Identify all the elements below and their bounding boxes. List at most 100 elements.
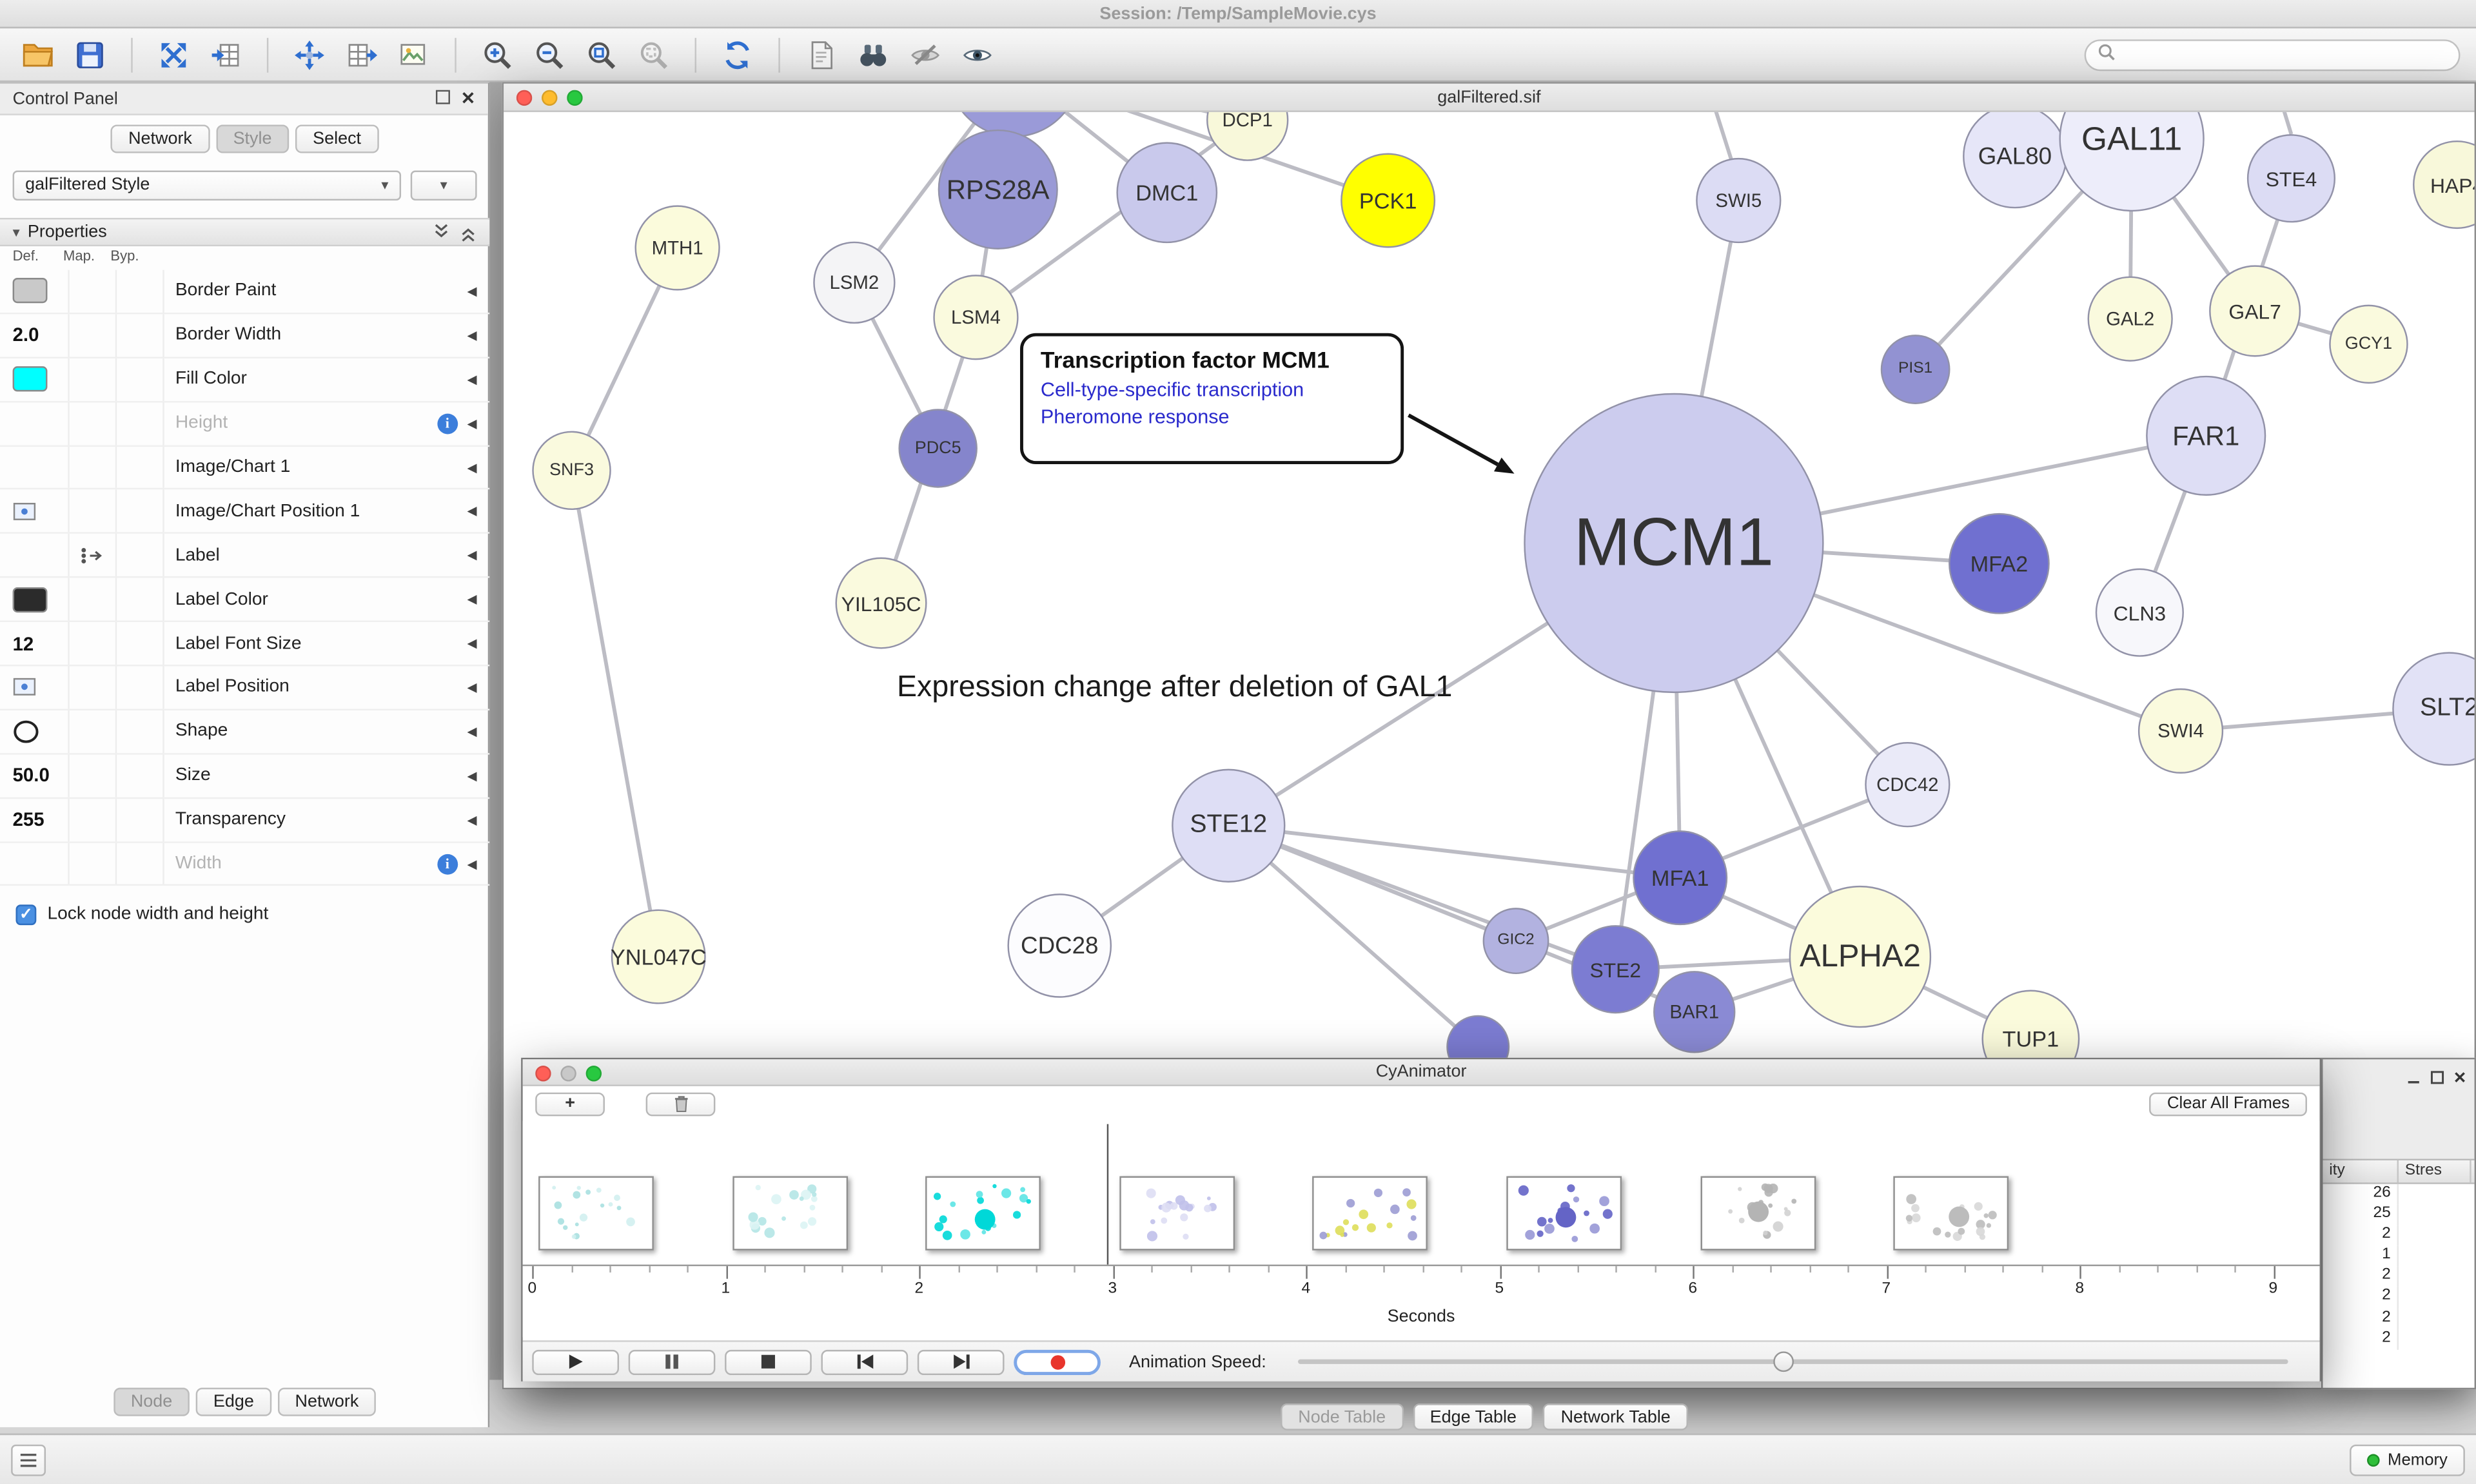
bypass-cell[interactable] <box>117 269 164 313</box>
network-node-cdc42[interactable]: CDC42 <box>1865 742 1950 828</box>
network-node-gic2[interactable]: GIC2 <box>1482 908 1549 975</box>
mapping-cell[interactable] <box>70 269 117 313</box>
close-panel-icon[interactable]: ✕ <box>460 90 476 109</box>
network-node-mth1[interactable]: MTH1 <box>634 205 720 291</box>
expand-row-icon[interactable]: ◀ <box>467 460 477 474</box>
zoom-window-icon[interactable] <box>585 1066 602 1082</box>
network-node-gal7[interactable]: GAL7 <box>2209 265 2301 357</box>
mapping-cell[interactable] <box>70 710 117 753</box>
properties-band[interactable]: ▾ Properties <box>0 217 490 247</box>
tab-style[interactable]: Style <box>215 124 290 153</box>
bypass-cell[interactable] <box>117 710 164 753</box>
expand-all-icon[interactable] <box>460 222 477 242</box>
import-table-icon[interactable] <box>204 32 248 77</box>
default-value-cell[interactable] <box>13 490 70 533</box>
lock-size-checkbox[interactable]: ✓ <box>15 904 37 924</box>
network-node-ynl047c[interactable]: YNL047C <box>611 909 707 1004</box>
results-table-row[interactable]: 25 <box>2323 1204 2474 1225</box>
network-node-mcm1[interactable]: MCM1 <box>1524 393 1824 694</box>
close-icon[interactable]: ✕ <box>2453 1069 2467 1088</box>
property-row-label-position[interactable]: Label Position◀ <box>0 666 490 710</box>
delete-frame-button[interactable] <box>645 1091 716 1116</box>
network-node-alpha2[interactable]: ALPHA2 <box>1789 885 1932 1028</box>
network-window-title-bar[interactable]: galFiltered.sif <box>504 83 2475 112</box>
mapping-cell[interactable] <box>70 402 117 445</box>
network-node-swi4[interactable]: SWI4 <box>2137 688 2224 774</box>
default-value-cell[interactable] <box>13 445 70 489</box>
mapping-cell[interactable] <box>70 358 117 401</box>
stop-button[interactable] <box>725 1349 812 1374</box>
tab-select[interactable]: Select <box>295 124 378 153</box>
network-node-ste12[interactable]: STE12 <box>1172 768 1286 883</box>
bypass-cell[interactable] <box>117 754 164 797</box>
save-session-icon[interactable] <box>68 32 112 77</box>
results-table-row[interactable]: 2 <box>2323 1329 2474 1350</box>
timeline[interactable] <box>522 1120 2320 1265</box>
network-node-gal80[interactable]: GAL80 <box>1963 112 2067 209</box>
frame-thumbnail-6[interactable] <box>1506 1176 1622 1251</box>
network-node-swi5[interactable]: SWI5 <box>1696 157 1782 244</box>
style-selector-dropdown[interactable]: galFiltered Style ▾ <box>12 170 402 200</box>
playhead[interactable] <box>1106 1124 1109 1265</box>
first-neighbors-icon[interactable] <box>851 32 896 77</box>
hide-selected-icon[interactable] <box>903 32 948 77</box>
default-value-cell[interactable] <box>13 666 70 709</box>
color-swatch[interactable] <box>12 587 48 612</box>
network-node-far1[interactable]: FAR1 <box>2146 375 2266 496</box>
expand-row-icon[interactable]: ◀ <box>467 416 477 431</box>
default-value-cell[interactable] <box>13 710 70 753</box>
mapping-cell[interactable] <box>70 798 117 841</box>
property-row-label-color[interactable]: Label Color◀ <box>0 578 490 623</box>
show-all-icon[interactable] <box>956 32 1000 77</box>
mapping-cell[interactable] <box>70 534 117 577</box>
network-node-gcy1[interactable]: GCY1 <box>2329 304 2408 384</box>
expand-row-icon[interactable]: ◀ <box>467 548 477 563</box>
network-node-lsm4[interactable]: LSM4 <box>933 275 1019 360</box>
zoom-selected-icon[interactable] <box>632 32 676 77</box>
default-value-cell[interactable] <box>12 358 70 401</box>
record-button[interactable] <box>1014 1349 1101 1374</box>
property-row-image-chart-position-1[interactable]: Image/Chart Position 1◀ <box>0 490 490 534</box>
annotation-link[interactable]: Pheromone response <box>1040 405 1230 428</box>
maximize-icon[interactable] <box>2430 1064 2444 1093</box>
frame-thumbnail-5[interactable] <box>1313 1176 1428 1251</box>
slider-handle[interactable] <box>1773 1351 1794 1372</box>
search-input[interactable] <box>2123 44 2448 64</box>
results-column-header[interactable]: ity <box>2323 1160 2399 1183</box>
add-frame-button[interactable]: + <box>535 1091 605 1116</box>
zoom-fit-icon[interactable] <box>580 32 624 77</box>
mapping-cell[interactable] <box>70 622 117 665</box>
open-session-icon[interactable] <box>15 32 60 77</box>
expand-row-icon[interactable]: ◀ <box>467 856 477 871</box>
minimize-icon[interactable] <box>2406 1064 2420 1093</box>
property-row-image-chart-1[interactable]: Image/Chart 1◀ <box>0 445 490 491</box>
default-value-cell[interactable]: 2.0 <box>13 314 70 356</box>
bypass-cell[interactable] <box>117 490 164 533</box>
bypass-cell[interactable] <box>117 358 164 401</box>
expand-row-icon[interactable]: ◀ <box>467 284 477 298</box>
bypass-cell[interactable] <box>117 622 164 665</box>
default-value-cell[interactable] <box>12 578 70 621</box>
frame-thumbnail-8[interactable] <box>1893 1176 2009 1251</box>
close-window-icon[interactable] <box>535 1066 551 1082</box>
network-node-cln3[interactable]: CLN3 <box>2095 568 2184 657</box>
network-node-mfa2[interactable]: MFA2 <box>1949 513 2050 614</box>
default-value-cell[interactable] <box>13 534 70 577</box>
bypass-cell[interactable] <box>117 445 164 489</box>
bypass-cell[interactable] <box>117 314 164 356</box>
frame-thumbnail-4[interactable] <box>1119 1176 1235 1251</box>
results-table-row[interactable]: 2 <box>2323 1225 2474 1246</box>
bypass-cell[interactable] <box>117 798 164 841</box>
mapping-cell[interactable] <box>70 842 117 885</box>
style-options-button[interactable]: ▾ <box>410 170 477 200</box>
property-row-label[interactable]: Label◀ <box>0 534 490 578</box>
network-node-bar1[interactable]: BAR1 <box>1653 971 1736 1053</box>
clear-all-frames-button[interactable]: Clear All Frames <box>2150 1091 2307 1116</box>
bypass-cell[interactable] <box>117 578 164 621</box>
tab-network-table[interactable]: Network Table <box>1543 1403 1688 1430</box>
zoom-in-icon[interactable] <box>475 32 520 77</box>
search-box[interactable] <box>2084 39 2461 70</box>
tab-network[interactable]: Network <box>277 1387 377 1416</box>
